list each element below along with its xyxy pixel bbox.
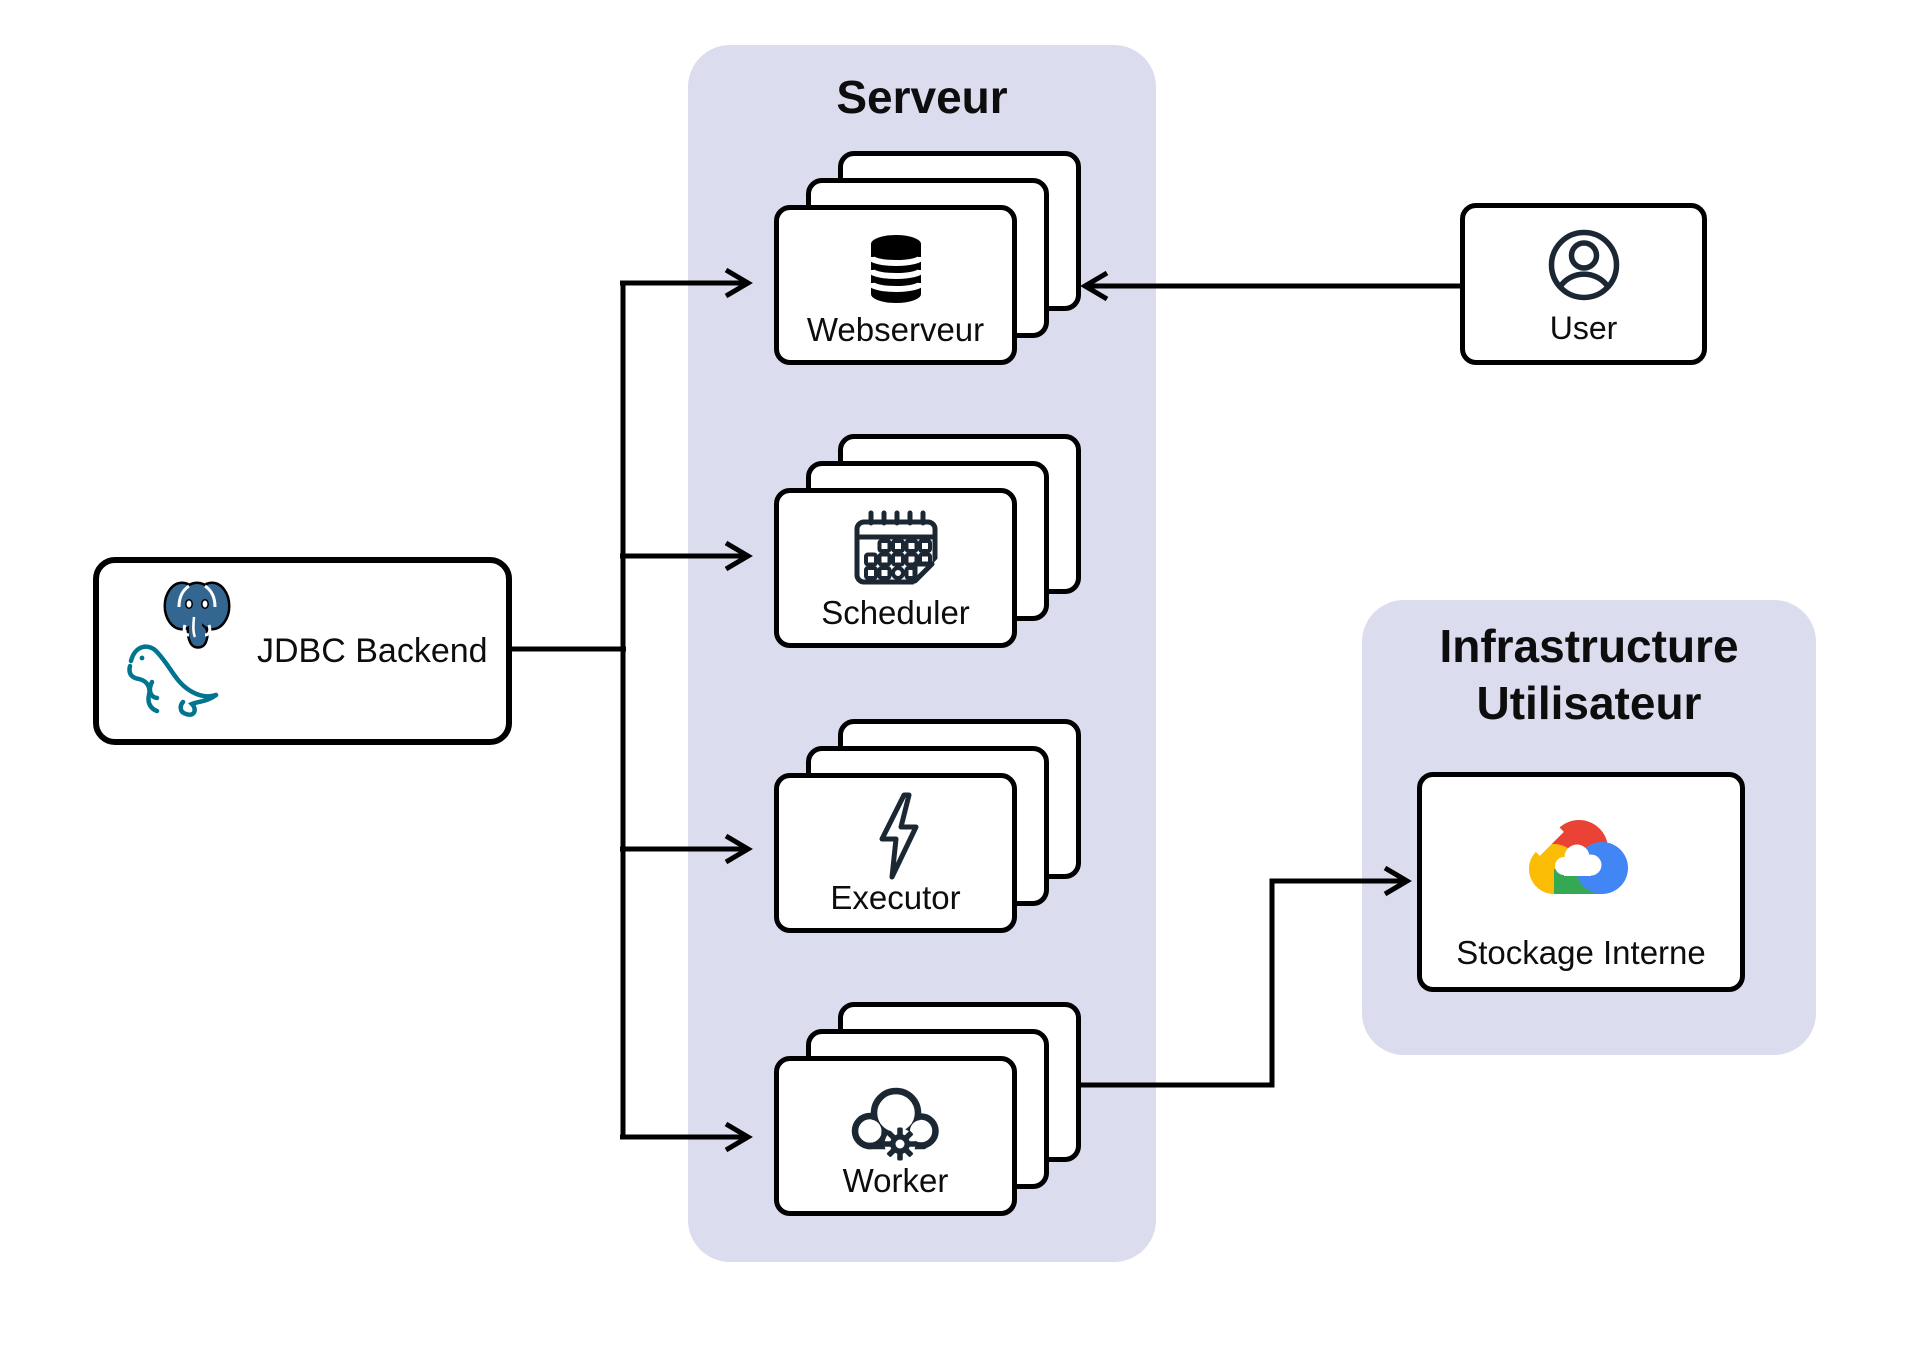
edge-worker-stockage <box>1076 878 1407 1088</box>
scheduler-label: Scheduler <box>821 594 970 631</box>
webserveur-stack: Webserveur <box>774 151 1081 365</box>
postgresql-logo <box>163 581 231 649</box>
infra-title-line-2: Utilisateur <box>1476 677 1702 729</box>
executor-stack: Executor <box>774 719 1081 933</box>
arrowhead-icon <box>724 540 753 572</box>
infrastructure-utilisateur-group-title: Infrastructure Utilisateur <box>1362 600 1816 732</box>
person-icon <box>1548 229 1619 301</box>
infra-title-line-1: Infrastructure <box>1439 620 1739 672</box>
worker-label: Worker <box>842 1162 949 1199</box>
jdbc-backend-label: JDBC Backend <box>257 631 488 670</box>
webserveur-card: Webserveur <box>774 205 1017 365</box>
executor-label: Executor <box>830 879 961 916</box>
arrowhead-icon <box>724 267 753 299</box>
mysql-logo <box>127 644 219 717</box>
database-icon <box>867 235 924 303</box>
user-box: User <box>1460 203 1707 365</box>
lightning-icon <box>879 792 918 880</box>
webserveur-label: Webserveur <box>806 311 985 348</box>
scheduler-card: Scheduler <box>774 488 1017 648</box>
stockage-interne-label: Stockage Interne <box>1456 934 1706 971</box>
serveur-group-title: Serveur <box>836 71 1008 123</box>
scheduler-stack: Scheduler <box>774 434 1081 648</box>
arrowhead-icon <box>1383 865 1412 897</box>
jdbc-backend-box: JDBC Backend <box>93 557 512 745</box>
calendar-icon <box>854 510 939 585</box>
user-label: User <box>1549 310 1618 346</box>
worker-stack: Worker <box>774 1002 1081 1216</box>
stockage-interne-box: Stockage Interne <box>1417 772 1745 992</box>
arrowhead-icon <box>724 1121 753 1153</box>
cloud-gear-icon <box>851 1087 939 1161</box>
arrowhead-icon <box>1080 270 1109 302</box>
worker-card: Worker <box>774 1056 1017 1216</box>
arrowhead-icon <box>724 833 753 865</box>
google-cloud-logo <box>1529 820 1628 894</box>
executor-card: Executor <box>774 773 1017 933</box>
